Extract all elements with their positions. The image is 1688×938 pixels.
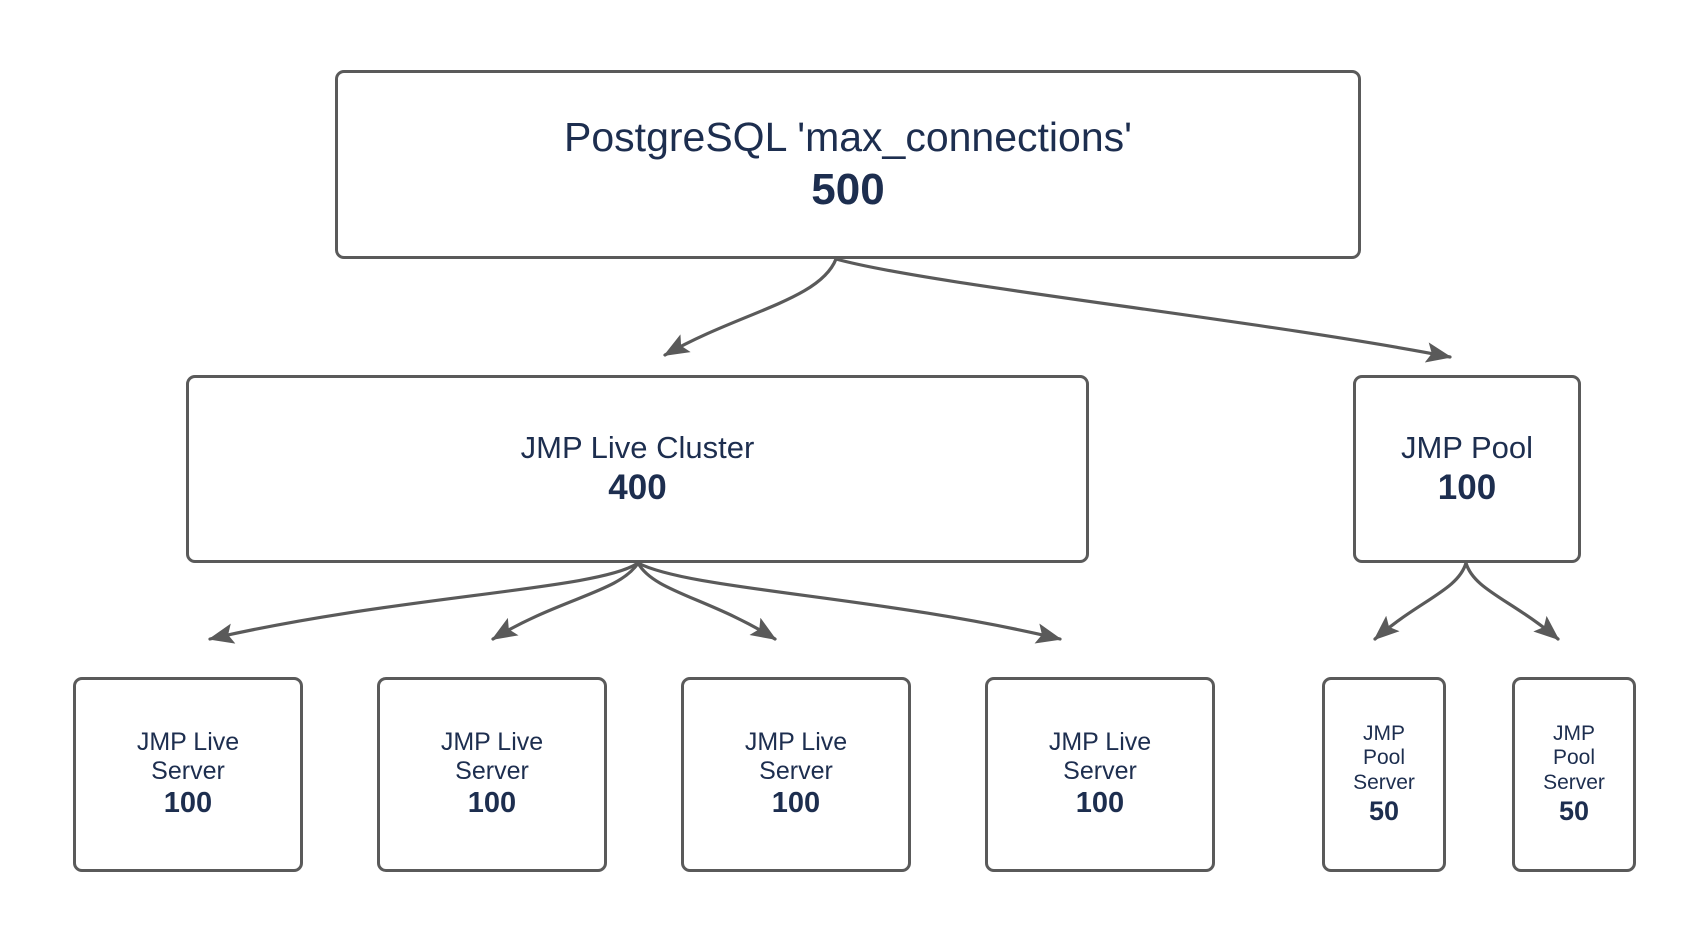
edge-live-cluster-to-server-1 bbox=[208, 561, 640, 644]
node-value: 50 bbox=[1558, 795, 1590, 826]
node-label: JMP Pool Server bbox=[1543, 721, 1605, 794]
edge-live-cluster-to-server-2 bbox=[491, 561, 640, 641]
node-value: 100 bbox=[163, 787, 213, 820]
edge-pool-to-pool-server-1 bbox=[1373, 561, 1468, 641]
node-jmp-live-server-3[interactable]: JMP Live Server 100 bbox=[681, 677, 911, 872]
node-label: JMP Live Server bbox=[744, 728, 848, 786]
node-jmp-live-server-1[interactable]: JMP Live Server 100 bbox=[73, 677, 303, 872]
node-label: JMP Live Server bbox=[1048, 728, 1152, 786]
node-value: 100 bbox=[771, 787, 821, 820]
node-label: JMP Pool Server bbox=[1353, 721, 1415, 794]
node-value: 400 bbox=[608, 467, 667, 507]
edge-pool-to-pool-server-2 bbox=[1464, 561, 1560, 641]
node-value: 50 bbox=[1368, 795, 1400, 826]
node-value: 500 bbox=[811, 164, 885, 214]
edge-root-to-pool bbox=[834, 257, 1452, 363]
node-jmp-live-server-4[interactable]: JMP Live Server 100 bbox=[985, 677, 1215, 872]
node-label: JMP Pool bbox=[1400, 429, 1534, 465]
node-jmp-pool[interactable]: JMP Pool 100 bbox=[1353, 375, 1581, 563]
node-value: 100 bbox=[467, 787, 517, 820]
edge-live-cluster-to-server-3 bbox=[636, 561, 777, 641]
node-label: JMP Live Cluster bbox=[520, 429, 755, 465]
node-label: JMP Live Server bbox=[440, 728, 544, 786]
node-jmp-pool-server-2[interactable]: JMP Pool Server 50 bbox=[1512, 677, 1636, 872]
node-value: 100 bbox=[1075, 787, 1125, 820]
edge-live-cluster-to-server-4 bbox=[636, 561, 1062, 644]
edge-root-to-live-cluster bbox=[663, 257, 838, 357]
node-jmp-live-cluster[interactable]: JMP Live Cluster 400 bbox=[186, 375, 1089, 563]
node-jmp-pool-server-1[interactable]: JMP Pool Server 50 bbox=[1322, 677, 1446, 872]
node-label: JMP Live Server bbox=[136, 728, 240, 786]
node-postgresql-max-connections[interactable]: PostgreSQL 'max_connections' 500 bbox=[335, 70, 1361, 259]
node-value: 100 bbox=[1437, 467, 1497, 507]
node-jmp-live-server-2[interactable]: JMP Live Server 100 bbox=[377, 677, 607, 872]
node-label: PostgreSQL 'max_connections' bbox=[564, 114, 1132, 161]
